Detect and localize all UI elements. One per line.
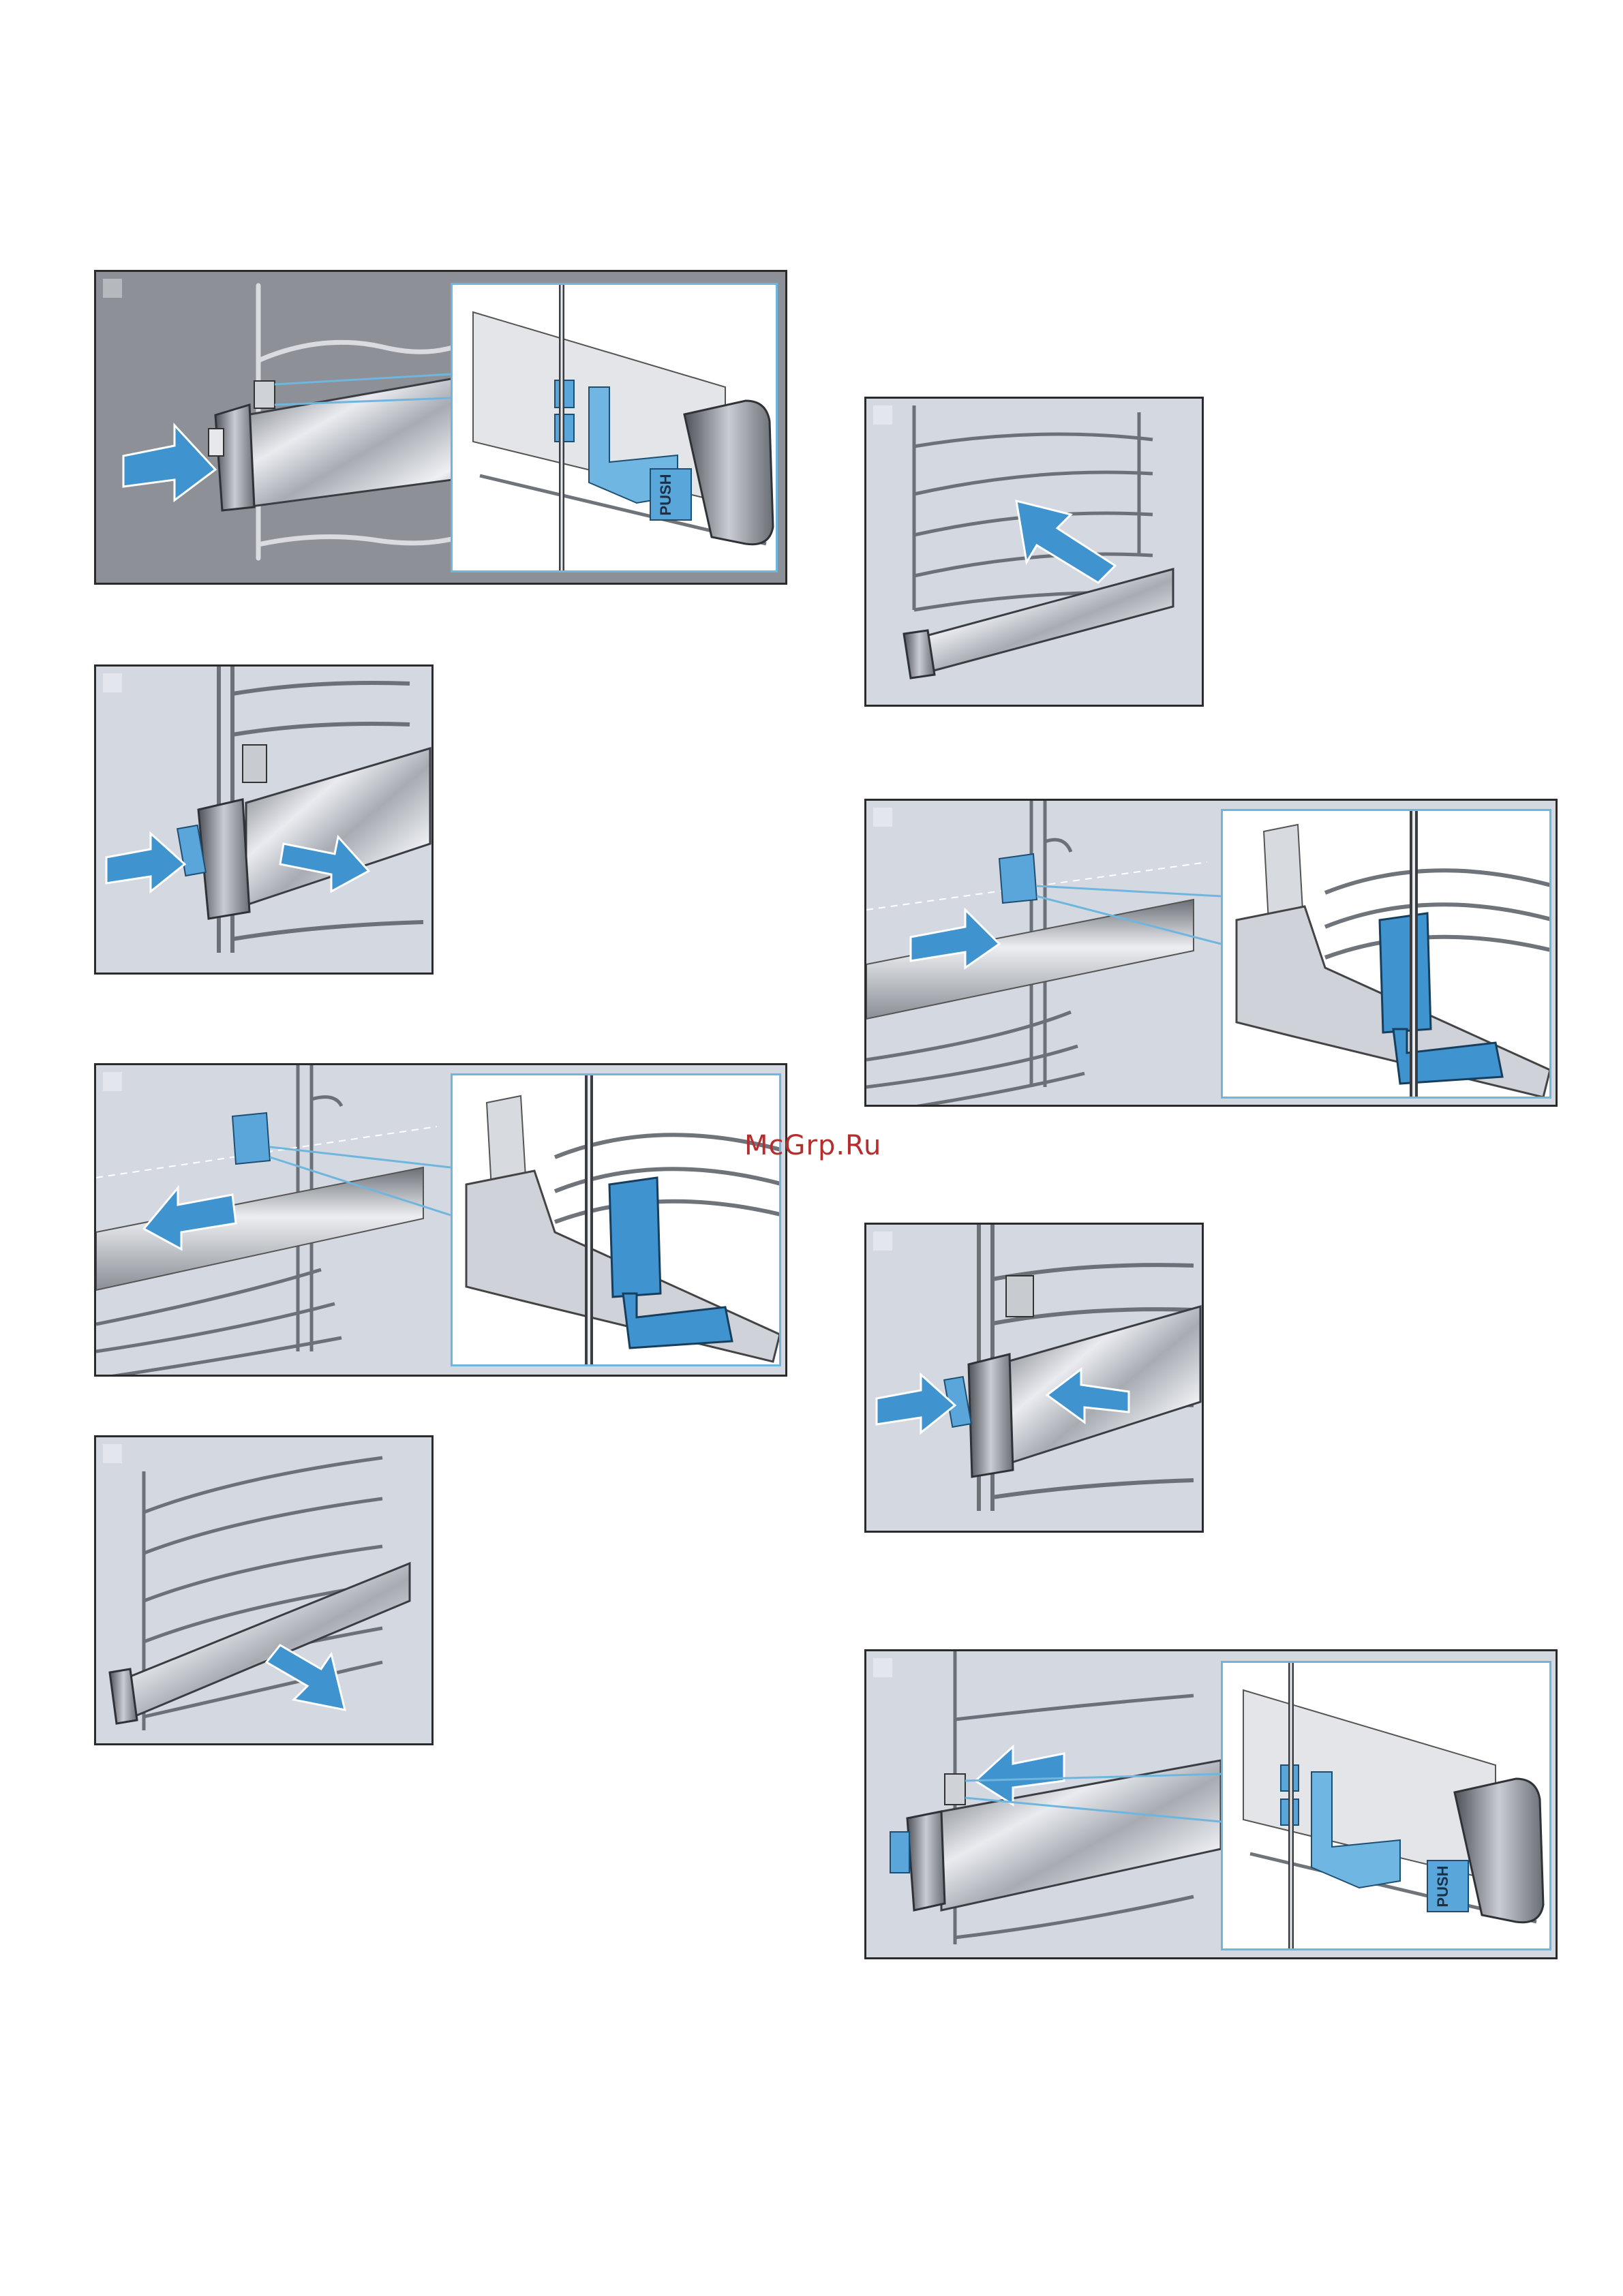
detail-inset: [1221, 809, 1551, 1099]
detail-inset: PUSH: [451, 283, 778, 572]
detail-inset: PUSH: [1221, 1661, 1551, 1950]
push-arrow-icon: [877, 1375, 955, 1433]
push-arrow-icon: [106, 833, 185, 891]
rail-illustration: [96, 1437, 434, 1745]
figure-panel-7: [864, 1223, 1204, 1533]
push-arrow-icon: [123, 425, 215, 500]
clip-detail: PUSH: [1223, 1663, 1551, 1950]
figure-panel-2: [94, 664, 434, 975]
watermark-text: McGrp.Ru: [744, 1130, 881, 1161]
figure-panel-8: PUSH: [864, 1649, 1558, 1959]
figure-panel-1: PUSH: [94, 270, 787, 585]
push-label: PUSH: [657, 474, 674, 515]
pull-arrow-icon: [267, 1645, 345, 1710]
rail-illustration: [866, 399, 1204, 707]
rail-illustration: [866, 1225, 1204, 1533]
push-label: PUSH: [1434, 1865, 1451, 1907]
clip-detail: [1223, 811, 1551, 1099]
figure-panel-6: [864, 799, 1558, 1107]
figure-panel-5: [864, 397, 1204, 707]
figure-panel-4: [94, 1435, 434, 1745]
figure-panel-3: [94, 1063, 787, 1377]
clip-detail: [453, 1075, 781, 1366]
clip-detail: PUSH: [453, 285, 778, 572]
detail-inset: [451, 1073, 781, 1366]
rail-illustration: [96, 667, 434, 975]
